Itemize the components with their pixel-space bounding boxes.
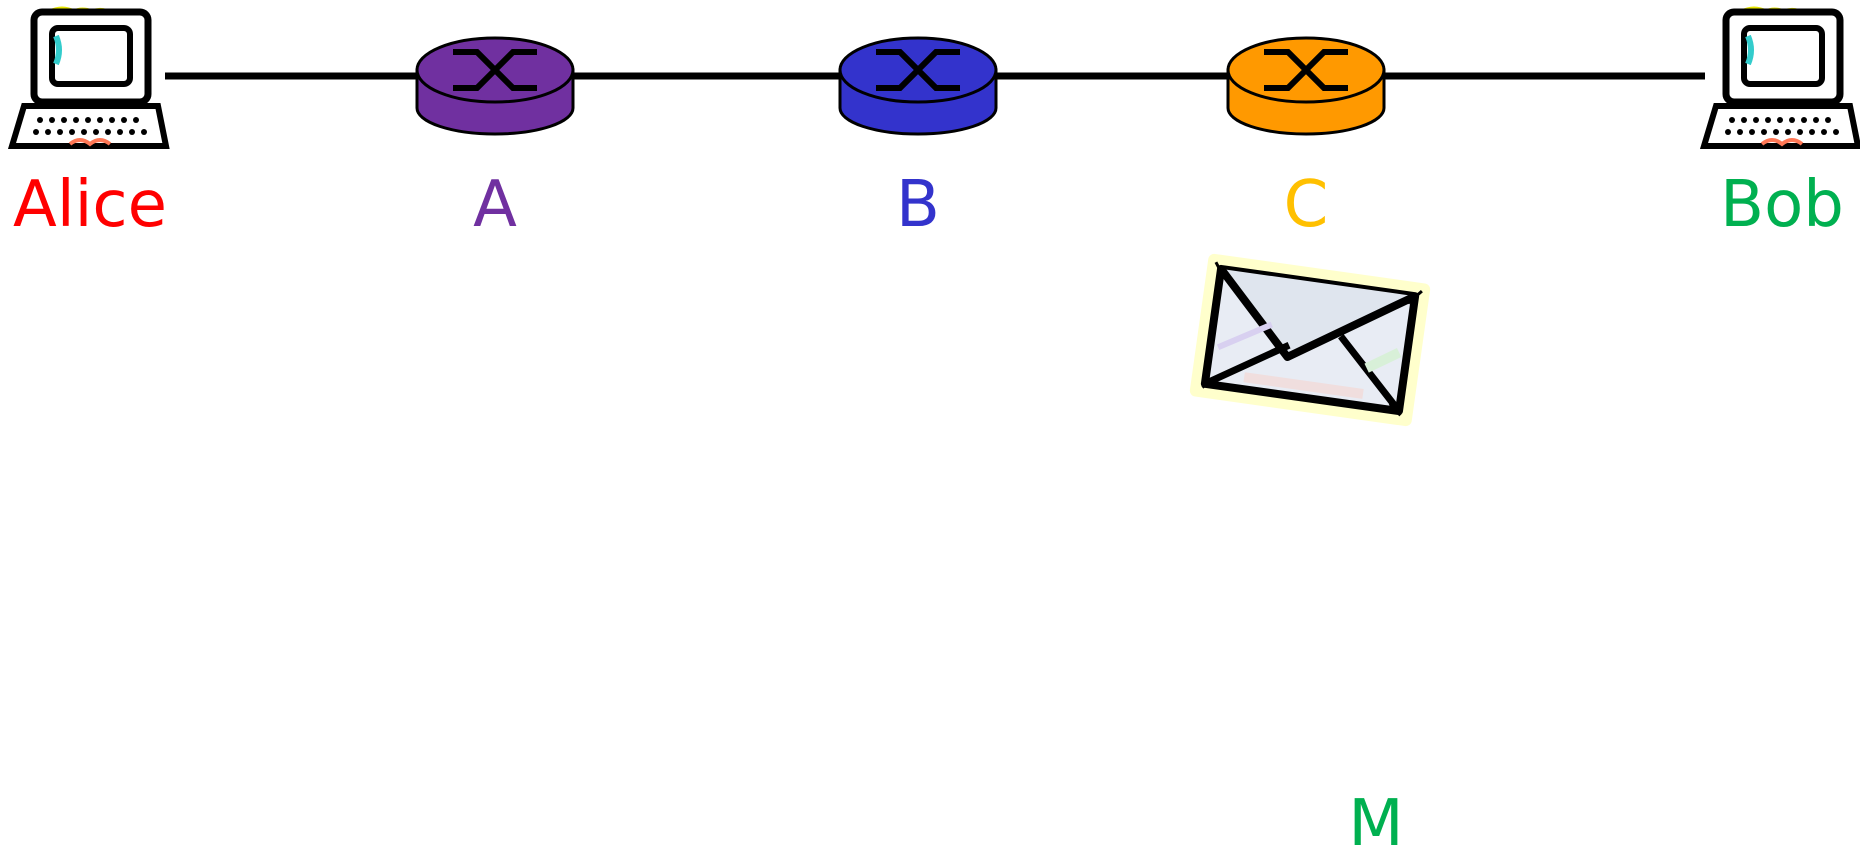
alice-label: Alice [13,168,167,242]
router-b-icon [838,36,998,136]
bob-label: Bob [1720,168,1844,242]
router-c-label: C [1284,168,1329,242]
envelope-icon [1189,253,1431,427]
router-a-label: A [473,168,517,242]
router-b-label: B [896,168,940,242]
alice-computer-icon [7,6,170,149]
router-c-icon [1226,36,1386,136]
message-label: M [1348,787,1403,845]
bob-computer-icon [1699,6,1860,149]
router-a-icon [415,36,575,136]
